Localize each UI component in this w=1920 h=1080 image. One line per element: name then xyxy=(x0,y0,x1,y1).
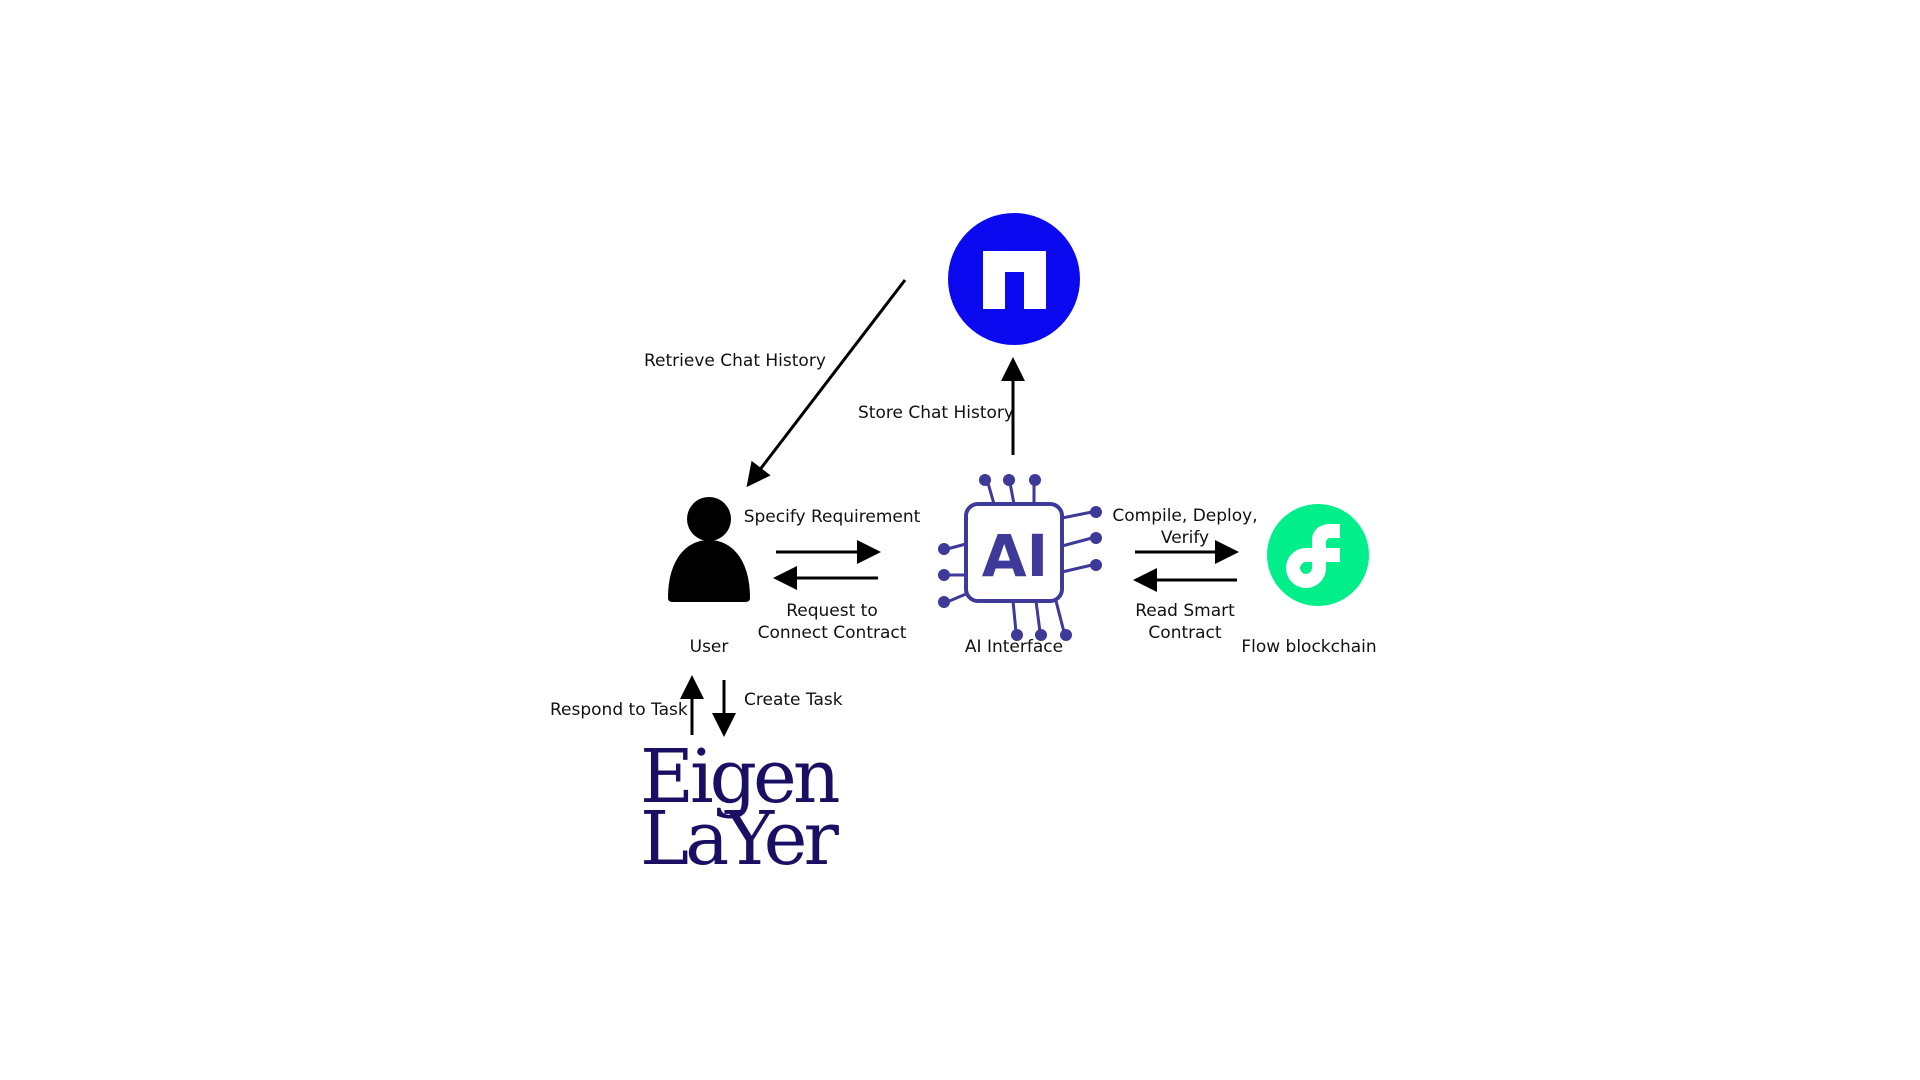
label-retrieve-history: Retrieve Chat History xyxy=(644,351,826,371)
label-compile-deploy-line1: Compile, Deploy, xyxy=(1112,506,1258,526)
ai-chip-pin-line xyxy=(1061,563,1093,574)
label-ai-interface: AI Interface xyxy=(964,637,1064,657)
ai-chip-pin-dot xyxy=(1090,532,1102,544)
ai-chip-pin-line xyxy=(1008,482,1016,505)
ai-chip-pin-dot xyxy=(938,596,950,608)
label-read-contract-line1: Read Smart xyxy=(1135,601,1235,621)
ai-chip-pin-dot xyxy=(1090,506,1102,518)
ai-chip-pin-line xyxy=(1061,536,1093,548)
arrow-retrieve-history xyxy=(746,279,907,488)
user-body xyxy=(668,540,750,602)
ai-chip-pin-line xyxy=(986,482,996,505)
label-request-connect: Request to Connect Contract xyxy=(758,600,907,644)
label-read-contract: Read Smart Contract xyxy=(1135,600,1235,644)
label-create-task: Create Task xyxy=(744,690,843,710)
user-head xyxy=(687,497,731,541)
flow-logo-mark xyxy=(1286,524,1340,588)
label-flow-blockchain: Flow blockchain xyxy=(1241,637,1377,657)
label-compile-deploy: Compile, Deploy, Verify xyxy=(1112,505,1257,549)
label-user: User xyxy=(689,637,729,657)
ai-chip-text: AI xyxy=(982,522,1048,590)
eigenlayer-logo-line1: Eigen xyxy=(640,734,841,820)
ai-chip-pin-dot xyxy=(1029,474,1041,486)
ai-chip-pin-line xyxy=(946,592,967,604)
ai-chip-pin-line xyxy=(1034,600,1042,633)
ai-chip-pin-line xyxy=(946,542,967,551)
ai-chip-pin-dot xyxy=(979,474,991,486)
label-read-contract-line2: Contract xyxy=(1148,623,1222,643)
storage-logo-circle xyxy=(948,213,1080,345)
ai-chip-pin-dot xyxy=(1003,474,1015,486)
flow-logo-icon xyxy=(1267,504,1369,606)
ai-chip-icon: AI xyxy=(938,474,1102,641)
eigenlayer-logo-line2: LaYer xyxy=(640,796,839,882)
label-compile-deploy-line2: Verify xyxy=(1160,528,1210,548)
label-request-connect-line1: Request to xyxy=(786,601,878,621)
label-request-connect-line2: Connect Contract xyxy=(757,623,907,643)
storage-logo-icon xyxy=(948,213,1080,345)
label-respond-task: Respond to Task xyxy=(550,700,688,720)
ai-chip-pin-dot xyxy=(1011,629,1023,641)
ai-chip-pin-dot xyxy=(1060,629,1072,641)
label-specify-requirement: Specify Requirement xyxy=(743,507,921,527)
ai-chip-pin-dot xyxy=(1035,629,1047,641)
storage-logo-mark xyxy=(983,251,1046,309)
ai-chip-pin-dot xyxy=(938,569,950,581)
label-store-history: Store Chat History xyxy=(858,403,1014,423)
ai-chip-pin-line xyxy=(1054,600,1066,633)
ai-chip-pin-line xyxy=(1061,510,1093,520)
ai-chip-pin-dot xyxy=(938,543,950,555)
ai-chip-body xyxy=(964,502,1064,603)
user-silhouette-icon xyxy=(668,497,750,602)
ai-chip-pin-dot xyxy=(1090,559,1102,571)
ai-chip-pin-line xyxy=(1011,600,1018,633)
